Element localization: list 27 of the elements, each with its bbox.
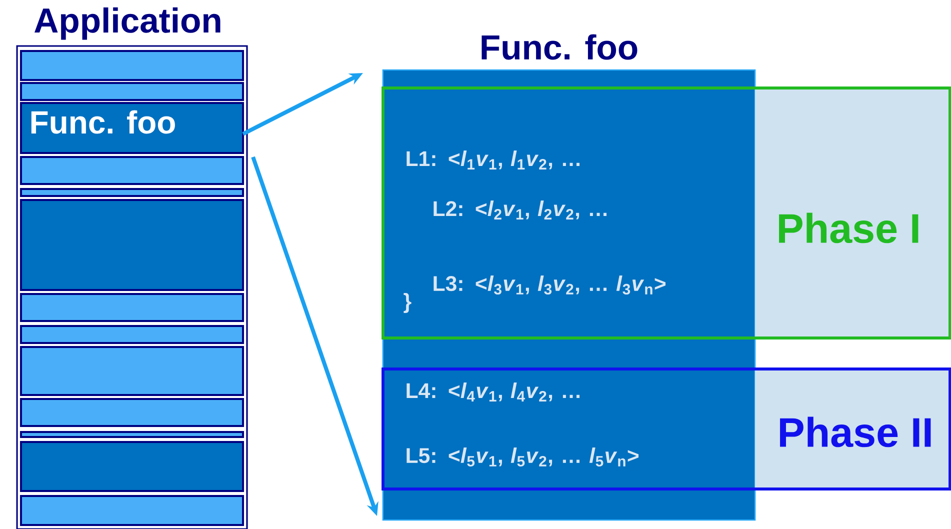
code-bar [20, 293, 244, 322]
code-line: L4: <l$_{4}$v$_{1}$, l$_{4}$v$_{2}$, … [406, 382, 580, 402]
phase-label: Phase II [780, 416, 931, 448]
code-line: L1: <l$_{1}$v$_{1}$, l$_{1}$v$_{2}$, … [406, 150, 580, 170]
application-column [16, 45, 248, 529]
code-bar [20, 495, 244, 526]
code-bar [20, 156, 244, 185]
function-heading: Func. foo [482, 34, 638, 60]
code-bar [20, 50, 244, 81]
code-bar [20, 188, 244, 197]
code-bar [20, 398, 244, 427]
code-bar [20, 325, 244, 344]
function-box [382, 69, 756, 521]
column-heading: Application [34, 7, 220, 40]
code-bar [20, 441, 244, 492]
phase-box [382, 86, 951, 340]
phase-label: Phase I [779, 212, 918, 244]
brace: } [404, 293, 412, 313]
code-bar [20, 431, 244, 438]
code-bar [20, 199, 244, 291]
code-bar [20, 346, 244, 396]
function-bar: Func. foo [20, 102, 244, 154]
code-bar [20, 82, 244, 101]
code-line: L5: <l$_{5}$v$_{1}$, l$_{5}$v$_{2}$, … l$_{5}$v$_{n}$> [406, 447, 639, 467]
code-line: L3: <l$_{3}$v$_{1}$, l$_{3}$v$_{2}$, … l$_{3}$v$_{n}$> [434, 275, 666, 295]
phase-box [382, 368, 951, 490]
code-line: L2: <l$_{2}$v$_{1}$, l$_{2}$v$_{2}$, … [434, 200, 606, 220]
